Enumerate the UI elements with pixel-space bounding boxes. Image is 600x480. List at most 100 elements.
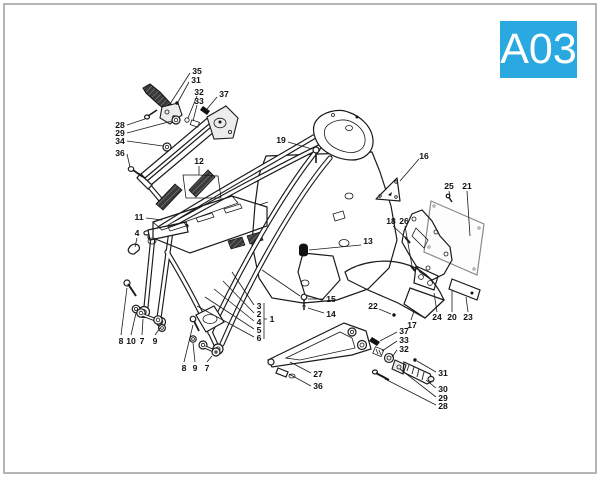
part-callout-27: 27 [313, 369, 323, 379]
part-callout-31: 31 [438, 368, 448, 378]
leader-line-18 [392, 225, 407, 239]
part-callout-2: 2 [257, 309, 262, 319]
leader-line-33 [192, 104, 198, 122]
leader-line-28 [384, 378, 437, 406]
leader-line-35 [169, 72, 191, 105]
part-callout-9: 9 [193, 363, 198, 373]
leader-line-24 [433, 292, 438, 313]
leader-line-36 [126, 153, 131, 168]
leader-line-8 [120, 287, 128, 336]
part-callout-34: 34 [115, 136, 125, 146]
leader-line-23 [465, 296, 469, 313]
leader-line-9 [154, 327, 161, 336]
leader-line-12 [182, 166, 222, 199]
part-callout-16: 16 [419, 151, 429, 161]
part-callout-9: 9 [153, 336, 158, 346]
part-callout-13: 13 [363, 236, 373, 246]
leader-line-34 [126, 140, 164, 147]
leader-line-10 [130, 312, 137, 336]
rear-fender-panel [297, 252, 446, 319]
side-bracket [267, 322, 372, 379]
leader-line-7 [206, 355, 213, 363]
subframe-rear-loop [312, 109, 374, 161]
part-callout-22: 22 [368, 301, 378, 311]
leader-line-32 [187, 95, 198, 119]
leader-line-22 [378, 308, 392, 315]
part-callout-20: 20 [447, 312, 457, 322]
leader-line-5 [204, 296, 255, 330]
part-callout-29: 29 [438, 393, 448, 403]
part-callout-28: 28 [438, 401, 448, 411]
mounting-hardware-left [123, 243, 221, 357]
part-callout-19: 19 [276, 135, 286, 145]
leader-line-7 [141, 318, 144, 336]
leader-line-27 [289, 361, 312, 374]
footrest-bracket-left [127, 83, 239, 190]
leader-dot-31 [175, 101, 179, 105]
leader-line-4 [134, 237, 138, 248]
part-callout-21: 21 [462, 181, 472, 191]
leader-line-32 [391, 349, 398, 358]
leader-line-31 [177, 81, 190, 103]
part-callout-8: 8 [119, 336, 124, 346]
part-callout-7: 7 [140, 336, 145, 346]
part-callout-7: 7 [205, 363, 210, 373]
part-callout-23: 23 [463, 312, 473, 322]
leader-line-21 [466, 190, 471, 237]
leader-line-28 [126, 118, 146, 126]
leader-line-29 [126, 120, 173, 134]
part-callout-24: 24 [432, 312, 442, 322]
battery-tray [147, 195, 268, 254]
leader-line-36 [288, 373, 312, 387]
part-callout-32: 32 [399, 344, 409, 354]
leader-line-2 [222, 280, 255, 314]
seat-screw [312, 146, 320, 163]
leader-line-33 [381, 340, 398, 352]
part-callout-4: 4 [135, 228, 140, 238]
part-callout-26: 26 [399, 216, 409, 226]
page-code-badge: A03 [500, 21, 577, 78]
leader-line-8 [183, 324, 194, 363]
part-callout-12: 12 [194, 156, 204, 166]
leader-line-19 [287, 141, 313, 150]
reflector-plate [448, 278, 481, 301]
leader-line-29 [399, 368, 437, 398]
leader-line-4 [213, 288, 255, 322]
leader-line-31 [416, 360, 437, 373]
leader-dot-31 [413, 358, 417, 362]
page-code: A03 [500, 25, 577, 73]
leader-dot-22 [392, 313, 396, 317]
part-callout-36: 36 [115, 148, 125, 158]
number-plate [423, 200, 485, 276]
leader-line-16 [399, 158, 420, 182]
part-callout-14: 14 [326, 309, 336, 319]
part-callout-33: 33 [399, 335, 409, 345]
leader-line-25 [448, 190, 451, 198]
part-callout-15: 15 [326, 294, 336, 304]
part-callout-32: 32 [194, 87, 204, 97]
part-callout-37: 37 [399, 326, 409, 336]
part-callout-36: 36 [313, 381, 323, 391]
leader-line-13 [308, 244, 362, 251]
plate-hanger-triangle [375, 177, 401, 202]
part-callout-6: 6 [257, 333, 262, 343]
battery-straps [155, 169, 216, 211]
part-callout-35: 35 [192, 66, 202, 76]
leader-line-26 [404, 225, 413, 267]
part-callout-10: 10 [126, 336, 136, 346]
leader-line-17 [410, 310, 415, 321]
part-callout-30: 30 [438, 384, 448, 394]
fasteners-misc [299, 243, 308, 310]
leader-line-37 [379, 331, 398, 342]
part-callout-3: 3 [257, 301, 262, 311]
part-callout-25: 25 [444, 181, 454, 191]
leader-line-3 [231, 271, 255, 306]
leader-line-37 [206, 96, 218, 110]
part-callout-1: 1 [270, 314, 275, 324]
part-callout-33: 33 [194, 96, 204, 106]
leader-line-30 [425, 379, 437, 389]
part-callout-5: 5 [257, 325, 262, 335]
part-callout-28: 28 [115, 120, 125, 130]
